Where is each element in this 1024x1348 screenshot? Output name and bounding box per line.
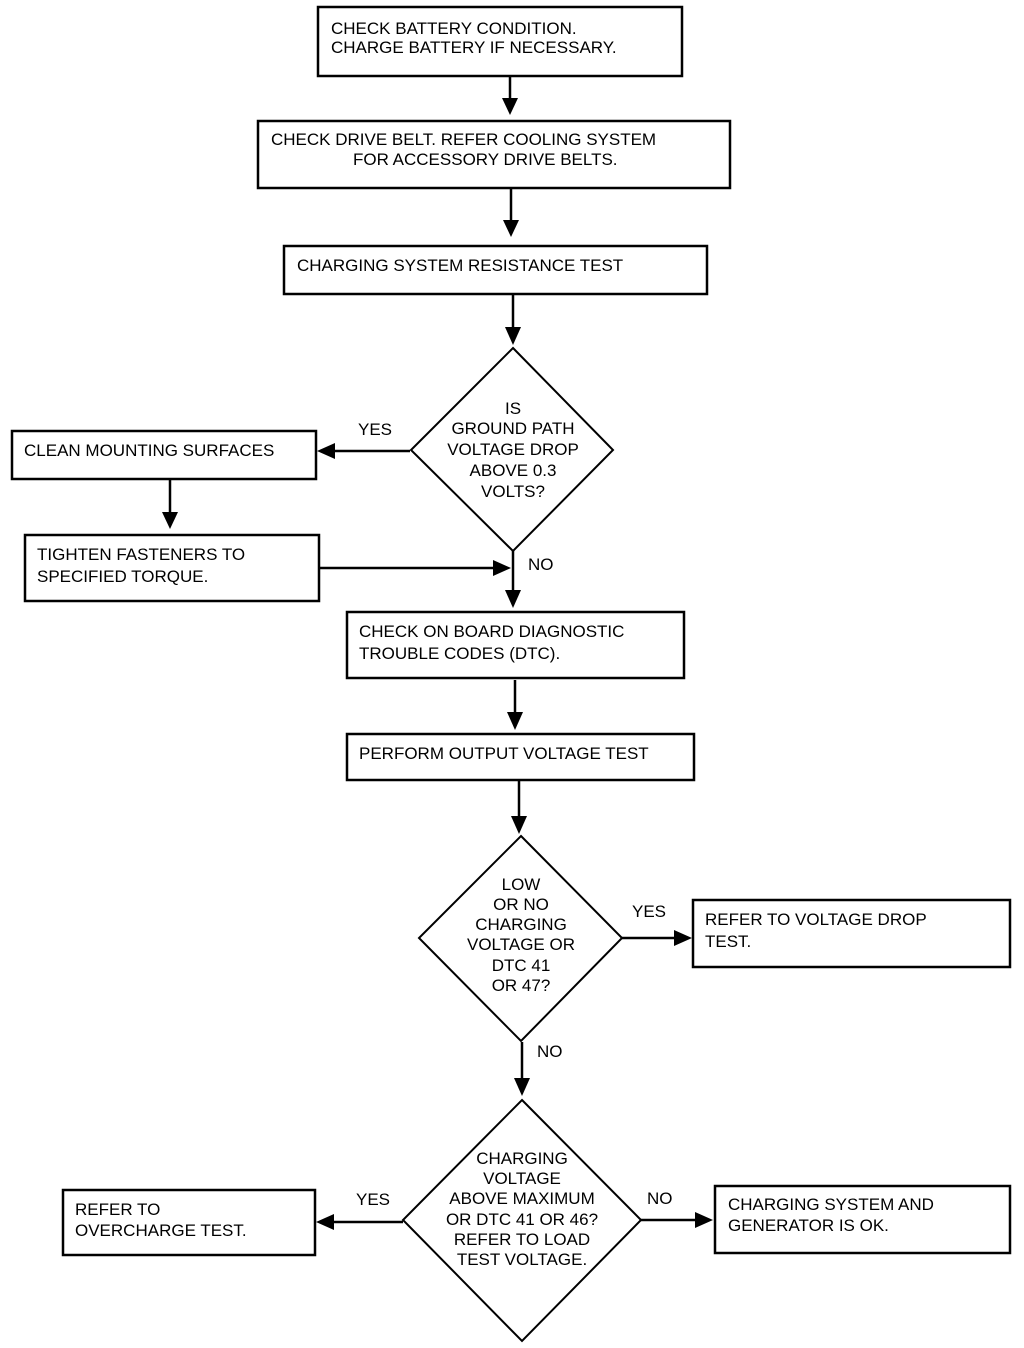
step-text-line: CHARGING SYSTEM AND [728,1195,934,1214]
step-output-voltage-test: PERFORM OUTPUT VOLTAGE TEST [345,732,696,782]
arrowhead-down [514,1078,530,1096]
no-label: NO [537,1042,563,1061]
arrowhead-down [162,512,178,529]
step-check-battery: CHECK BATTERY CONDITION. CHARGE BATTERY … [316,5,684,78]
decision-text-line: VOLTAGE [483,1169,561,1188]
step-text-line: SPECIFIED TORQUE. [37,567,208,586]
step-box [23,533,321,603]
step-clean-mounting-surfaces: CLEAN MOUNTING SURFACES [10,429,318,481]
decision-text-line: VOLTS? [481,482,545,501]
yes-label: YES [358,420,392,439]
decision-text-line: IS [505,399,521,418]
decision-text-line: TEST VOLTAGE. [457,1250,587,1269]
step-text-line: CHECK DRIVE BELT. REFER COOLING SYSTEM [271,130,656,149]
decision-text-line: REFER TO LOAD [454,1230,590,1249]
decision-above-maximum: CHARGING VOLTAGE ABOVE MAXIMUM OR DTC 41… [401,1098,643,1343]
decision-diamond [409,346,615,553]
arrowhead-right [695,1212,713,1228]
step-text-line: GENERATOR IS OK. [728,1216,889,1235]
step-box [256,119,732,190]
step-overcharge-test: REFER TO OVERCHARGE TEST. [61,1188,317,1257]
decision-text-line: VOLTAGE DROP [447,440,579,459]
step-box [282,244,709,296]
no-label: NO [528,555,554,574]
step-check-drive-belt: CHECK DRIVE BELT. REFER COOLING SYSTEM F… [256,119,732,190]
step-text-line: CHARGE BATTERY IF NECESSARY. [331,38,617,57]
arrowhead-down [505,590,521,608]
arrowhead-right [674,930,692,946]
arrowhead-down [502,98,518,115]
arrowhead-down [505,327,521,345]
arrowhead-left [316,1214,334,1230]
decision-text-line: OR DTC 41 OR 46? [446,1210,598,1229]
yes-label: YES [632,902,666,921]
step-text-line: FOR ACCESSORY DRIVE BELTS. [353,150,618,169]
step-check-dtc: CHECK ON BOARD DIAGNOSTIC TROUBLE CODES … [345,610,686,680]
decision-text-line: GROUND PATH [451,419,574,438]
step-box [61,1188,317,1257]
step-box [345,732,696,782]
step-system-ok: CHARGING SYSTEM AND GENERATOR IS OK. [713,1184,1012,1255]
decision-ground-path: IS GROUND PATH VOLTAGE DROP ABOVE 0.3 VO… [409,346,615,553]
branch-labels: YES NO YES NO YES NO [356,420,673,1209]
step-box [691,898,1012,969]
decision-low-charging: LOW OR NO CHARGING VOLTAGE OR DTC 41 OR … [417,834,624,1043]
step-text-line: TIGHTEN FASTENERS TO [37,545,245,564]
step-tighten-fasteners: TIGHTEN FASTENERS TO SPECIFIED TORQUE. [23,533,321,603]
decision-text-line: ABOVE MAXIMUM [449,1189,594,1208]
decision-text-line: CHARGING [475,915,567,934]
arrowhead-down [507,712,523,730]
decision-text-line: VOLTAGE OR [467,935,575,954]
decision-text-line: OR 47? [492,976,551,995]
step-voltage-drop-test: REFER TO VOLTAGE DROP TEST. [691,898,1012,969]
arrowhead-down [503,220,519,237]
arrowheads [162,98,713,1230]
arrowhead-left [317,443,335,459]
step-text-line: REFER TO [75,1200,160,1219]
decision-text-line: LOW [502,875,541,894]
yes-label: YES [356,1190,390,1209]
step-resistance-test: CHARGING SYSTEM RESISTANCE TEST [282,244,709,296]
step-text-line: TROUBLE CODES (DTC). [359,644,560,663]
step-text-line: CLEAN MOUNTING SURFACES [24,441,274,460]
step-text-line: CHECK ON BOARD DIAGNOSTIC [359,622,624,641]
decision-text-line: OR NO [493,895,549,914]
step-text-line: CHARGING SYSTEM RESISTANCE TEST [297,256,623,275]
decision-text-line: CHARGING [476,1149,568,1168]
decision-diamond [401,1098,643,1343]
step-text-line: TEST. [705,932,751,951]
step-text-line: PERFORM OUTPUT VOLTAGE TEST [359,744,649,763]
arrowhead-right [493,560,511,576]
arrowhead-down [511,816,527,834]
decision-diamond [417,834,624,1043]
step-box [713,1184,1012,1255]
step-box [10,429,318,481]
step-text-line: REFER TO VOLTAGE DROP [705,910,927,929]
step-box [345,610,686,680]
step-box [316,5,684,78]
step-text-line: CHECK BATTERY CONDITION. [331,19,577,38]
step-text-line: OVERCHARGE TEST. [75,1221,247,1240]
decision-text-line: DTC 41 [492,956,551,975]
no-label: NO [647,1189,673,1208]
connectors [168,77,700,1224]
decision-text-line: ABOVE 0.3 [470,461,557,480]
